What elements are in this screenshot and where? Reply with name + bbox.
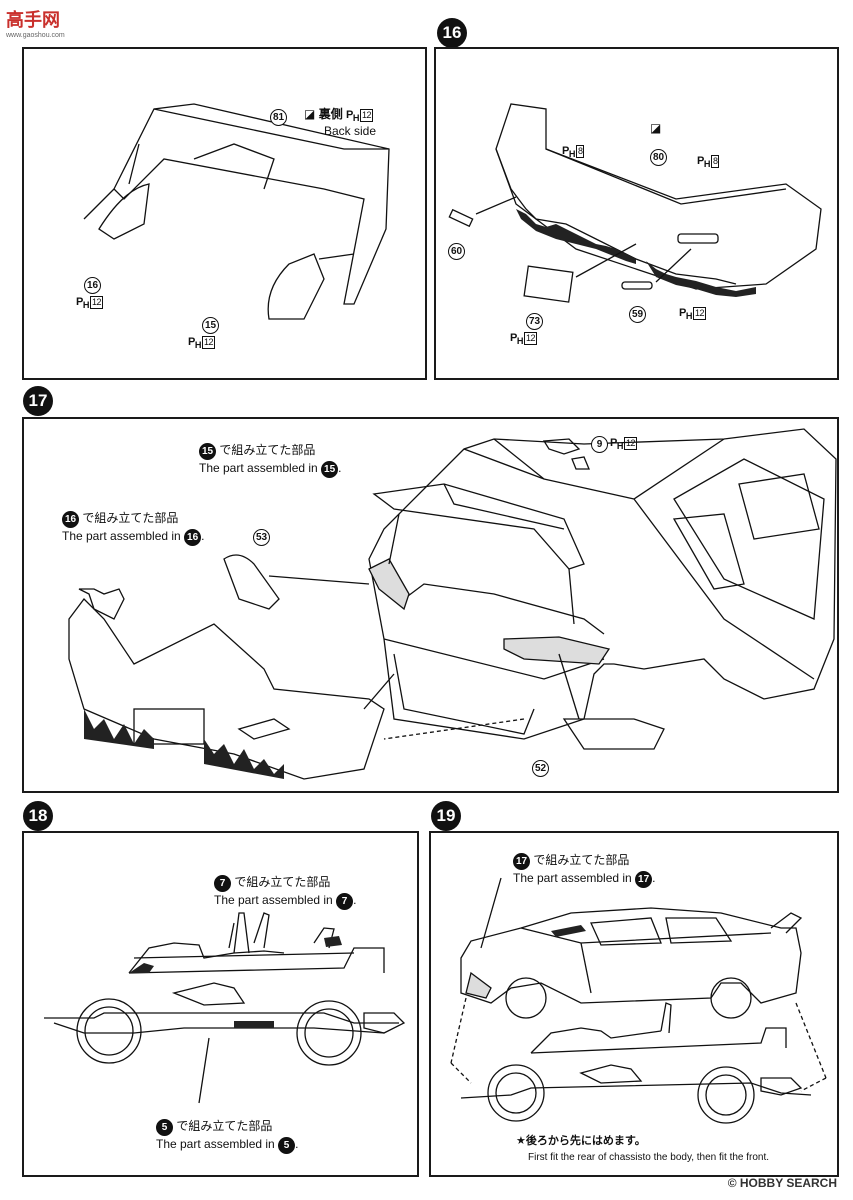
bumper-drawing [448,103,822,303]
paint-ref-73-num: 12 [523,332,537,345]
part-16-number: 16 [84,277,101,294]
ref16-jp: 16 で組み立てた部品 [62,511,178,528]
panel-final: 17 で組み立てた部品 The part assembled in 17. ★後… [429,831,839,1177]
part-16-label: 16 [84,277,101,294]
part-80-number: 80 [650,149,667,166]
part-52-label: 52 [532,760,549,777]
paint-ref-8b-num: 8 [710,155,720,168]
ref16-en-badge: 16 [184,529,202,546]
part-52-number: 52 [532,760,549,777]
note-jp: ★後ろから先にはめます。 [516,1135,646,1147]
ref7-en-text: The part assembled in [214,893,333,907]
part-60-label: 60 [448,243,465,260]
part-15-label: 15 [202,317,219,334]
paint-ref-15-num: 12 [201,336,215,349]
note-en: First fit the rear of chassisto the body… [528,1152,770,1163]
ref16-badge: 16 [62,511,79,528]
ref17-jp: 17 で組み立てた部品 [513,853,629,870]
ref7-jp-text: で組み立てた部品 [234,875,331,889]
paint-ref-8a-num: 8 [575,145,585,158]
ref17-en: The part assembled in 17. [513,871,655,888]
part-81-label: 81 [270,109,287,126]
paint-ref-9-num: 12 [623,437,637,451]
paint-ref-59-num: 12 [692,307,706,320]
backside-icon-b: ◪ [650,121,662,135]
ref7-jp: 7 で組み立てた部品 [214,875,330,892]
ref17-en-badge: 17 [635,871,653,888]
ref16-en: The part assembled in 16. [62,529,204,546]
body-drawing [68,428,837,780]
ref5-en: The part assembled in 5. [156,1137,298,1154]
ref7-en-badge: 7 [336,893,354,910]
part-9-number: 9 [591,436,608,453]
paint-ref-12-num: 12 [360,109,374,122]
watermark-hobbysearch: © HOBBY SEARCH [727,1176,837,1190]
backside-jp-text: 裏側 [318,107,343,121]
ref5-jp-text: で組み立てた部品 [176,1119,273,1133]
watermark-logo: 高手网 www.gaoshou.com [6,6,65,39]
ref5-en-badge: 5 [278,1137,296,1154]
watermark-text: 高手网 [6,10,60,30]
backside-icon: ◪ [304,107,316,121]
ref16-jp-text: で組み立てた部品 [82,511,179,525]
step-16-badge: 16 [437,18,467,48]
step-19-badge: 19 [431,801,461,831]
part-73-label: 73 [526,313,543,330]
ref15-badge: 15 [199,443,216,460]
paint-ref-16-num: 12 [89,296,103,309]
ref15-jp: 15 で組み立てた部品 [199,443,315,460]
step-18-badge: 18 [23,801,53,831]
ref15-jp-text: で組み立てた部品 [219,443,316,457]
final-drawing [450,877,827,1124]
part-53-label: 53 [253,529,270,546]
panel-body: 15 で組み立てた部品 The part assembled in 15. 16… [22,417,839,793]
ref15-en: The part assembled in 15. [199,461,341,478]
ref17-badge: 17 [513,853,530,870]
ref5-badge: 5 [156,1119,173,1136]
part-15-number: 15 [202,317,219,334]
backside-en: Back side [324,124,377,138]
chassis-drawing [44,912,406,1104]
part-80-label: 80 [650,149,667,166]
ref7-badge: 7 [214,875,231,892]
part-59-number: 59 [629,306,646,323]
part-73-number: 73 [526,313,543,330]
ref16-en-text: The part assembled in [62,529,181,543]
part-60-number: 60 [448,243,465,260]
part-53-number: 53 [253,529,270,546]
ref17-jp-text: で組み立てた部品 [533,853,630,867]
step-17-badge: 17 [23,386,53,416]
ref5-jp: 5 で組み立てた部品 [156,1119,272,1136]
part-81-number: 81 [270,109,287,126]
ref15-en-badge: 15 [321,461,339,478]
ref5-en-text: The part assembled in [156,1137,275,1151]
ref7-en: The part assembled in 7. [214,893,356,910]
spoiler-drawing [83,103,390,320]
watermark-url: www.gaoshou.com [6,32,65,39]
ref15-en-text: The part assembled in [199,461,318,475]
ref17-en-text: The part assembled in [513,871,632,885]
part-59-label: 59 [629,306,646,323]
panel-chassis: 7 で組み立てた部品 The part assembled in 7. 5 で組… [22,831,419,1177]
